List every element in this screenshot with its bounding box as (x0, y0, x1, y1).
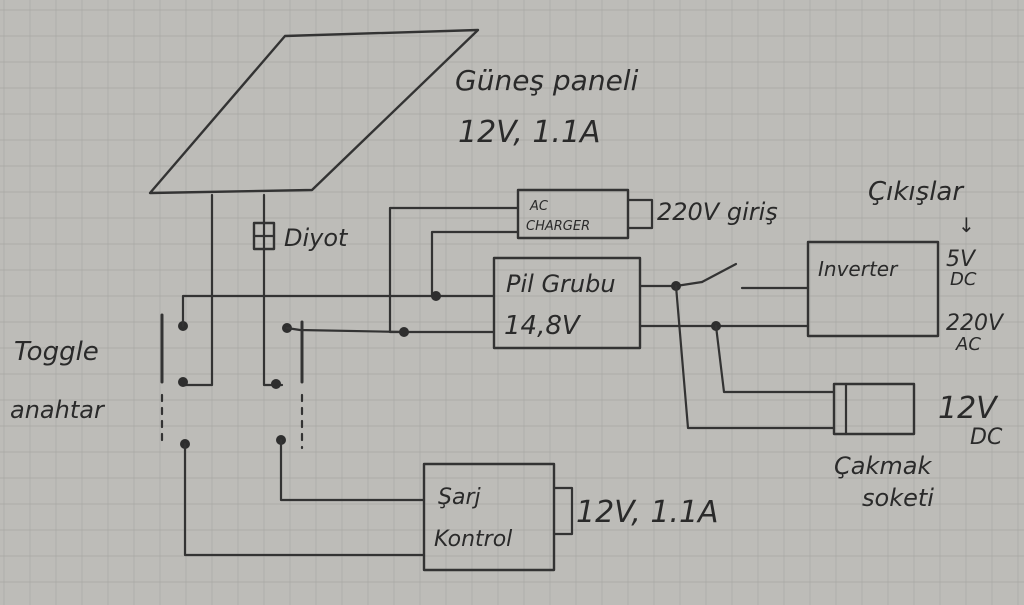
outputs-title: Çıkışlar (868, 177, 965, 207)
wire-toggle-to-charge-top (279, 438, 426, 502)
solar-panel (148, 28, 480, 195)
charge-spec-label: 12V, 1.1A (576, 495, 719, 530)
wire-toggle-to-battery-top (181, 294, 496, 328)
output-5v-line1: 5V (946, 247, 977, 272)
lighter-socket-box (832, 382, 916, 436)
toggle-terminal (271, 379, 281, 389)
output-220v-line1: 220V (946, 311, 1005, 336)
main-switch (700, 262, 738, 284)
output-5v-line2: DC (950, 269, 977, 290)
wire-to-socket-top (674, 284, 836, 430)
panel-wire-left (182, 193, 214, 387)
socket-label-line2: soketi (862, 484, 934, 512)
charge-label-line1: Şarj (438, 485, 481, 510)
wire-to-socket-bottom (714, 324, 836, 394)
wire-battery-to-switch (638, 280, 704, 288)
solar-panel-spec: 12V, 1.1A (458, 115, 601, 150)
charge-controller-box (422, 462, 556, 572)
output-220v-line2: AC (955, 334, 981, 355)
inverter-box (806, 240, 940, 338)
ac-input-wires (626, 198, 654, 230)
solar-panel-name: Güneş paneli (455, 64, 639, 97)
wire-toggle-to-battery-bottom (285, 326, 496, 334)
diode-label: Diyot (284, 224, 349, 252)
junction-dot (399, 327, 409, 337)
ac-charger-box (516, 188, 630, 240)
ac-input-label: 220V giriş (657, 198, 778, 226)
junction-dot (431, 291, 441, 301)
wire-toggle-to-charge-bottom (183, 442, 426, 557)
battery-label-line1: Pil Grubu (506, 270, 616, 298)
toggle-label-line2: anahtar (10, 396, 106, 424)
toggle-terminal (178, 377, 188, 387)
socket-label-line1: Çakmak (834, 452, 932, 480)
output-12v-line1: 12V (938, 391, 999, 426)
battery-label-line2: 14,8V (504, 311, 582, 341)
charge-label-line2: Kontrol (434, 527, 512, 552)
inverter-label: Inverter (818, 257, 899, 281)
toggle-label-line1: Toggle (14, 337, 99, 367)
output-12v-line2: DC (970, 425, 1003, 450)
charge-output-wires (552, 486, 574, 536)
battery-group-box (492, 256, 642, 350)
ac-charger-label-line1: AC (529, 199, 549, 214)
wire-charger-to-bus-outer (388, 206, 520, 334)
outputs-arrow: ↓ (958, 213, 975, 237)
ac-charger-label-line2: CHARGER (526, 219, 590, 234)
